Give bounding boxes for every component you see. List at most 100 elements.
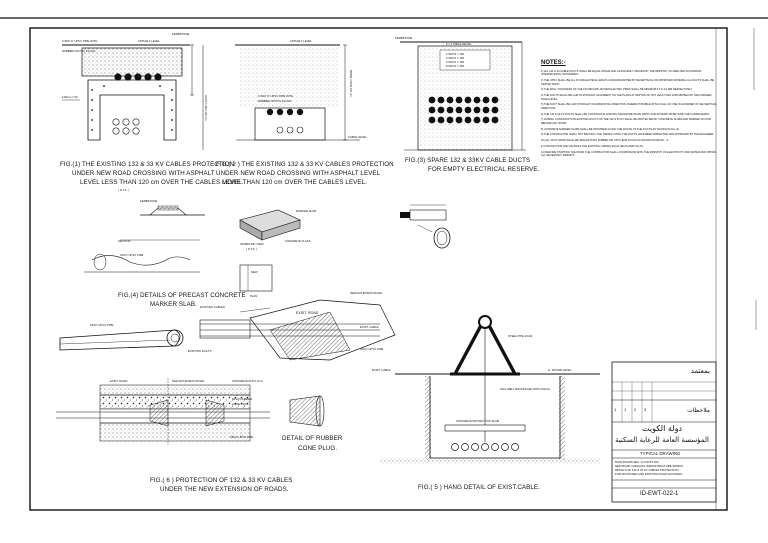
fig4-label-section: SECTION: [118, 239, 131, 243]
fig7-label-cable: EXIST. CABLE: [372, 368, 391, 372]
fig2-caption: FIG.( 2 ) THE EXISTING 132 & 33 KV CABLE…: [216, 161, 394, 168]
detail-a: [400, 204, 451, 249]
fig6-label-cone: CONE PLUG: [232, 402, 249, 406]
fig4-label-slab: MARKER SLAB: [296, 209, 316, 213]
note-item: 4) THE DUCTS SHALL BE LAID IN STRAIGHT A…: [541, 94, 712, 101]
fig3-table-row: 2 WAYS = 100: [446, 52, 465, 56]
note-item: 11) PROTECTION AND HANGING THE EXISTING …: [541, 145, 644, 148]
fig3-caption: FIG.(3) SPARE 132 & 33KV CABLE DUCTS: [405, 157, 531, 164]
fig3-spare-ducts: [400, 41, 526, 151]
note-item: 8) CONCRETE MARKER SLABS SHALL BE PROVID…: [541, 127, 680, 131]
title-block-header-ar: بمعتمد: [690, 367, 710, 375]
title-block-state-ar: دولة الكويت: [642, 424, 682, 433]
fig3-label-kerb: KERBSTONE: [395, 36, 413, 40]
title-block-desc: MAIN ROADS SEC. & CONTS WS: [615, 460, 659, 464]
fig4-label-plan: PLAN: [250, 294, 258, 298]
note-item: 9) THE CONTRACTOR SHALL NOT BACKFILL THE…: [541, 133, 714, 137]
fig3-label-table: 6 x 4 TABLE DETAIL: [446, 42, 472, 46]
fig4-label-upvc: SPLIT UPVC PIPE: [120, 253, 144, 257]
fig5-existing-cables: [59, 299, 396, 361]
fig6-label-split: SPLIT RUBBER: [232, 397, 253, 401]
title-block-desc: FOR PROPOSED AND EXISTING ROAD CROSSING: [615, 472, 683, 476]
fig5-label-ducts: EXISTING DUCTS: [188, 349, 212, 353]
title-block: [611, 361, 717, 503]
title-block-drawing-no: ID-EWT-022-1: [640, 491, 679, 497]
rev-col: 3: [644, 407, 647, 412]
title-block-desc: DETAILS OF 132 & 33 KV CABLES PROTECTION: [615, 468, 679, 472]
title-block-authority-ar: المؤسسة العامة للرعاية السكنية: [615, 436, 709, 444]
fig6-label-exist-road: EXIST. ROAD: [110, 379, 128, 383]
fig6-caption: FIG.( 6 ) PROTECTION OF 132 & 33 KV CABL…: [150, 477, 293, 484]
fig1-caption: FIG.(1) THE EXISTING 132 & 33 KV CABLES …: [60, 161, 235, 168]
rubber-plug-caption-line2: CONE PLUG.: [298, 445, 338, 452]
fig7-label-ground: G. ROUND LEVEL: [548, 368, 572, 372]
fig1-label-plugs: RUBBER OR PVC PLUGS: [62, 49, 96, 53]
fig3-table-row: 8 WAYS = 150: [446, 64, 465, 68]
rev-col: 2: [634, 407, 637, 412]
fig7-caption: FIG.( 5 ) HANG DETAIL OF EXIST.CABLE.: [418, 484, 540, 491]
rev-col: 1: [614, 407, 617, 412]
fig6-protection: [56, 378, 325, 445]
notes-heading: NOTES:-: [541, 60, 566, 66]
fig1-label-asphalt: ASPHALT LEVEL: [138, 39, 160, 43]
fig5-label-exist-cable: EXIST. CABLE: [360, 325, 379, 329]
title-block-desc: NEW ROAD THROUGH INFRASTRUCTURE WORKS: [615, 464, 684, 468]
notes-panel: NOTES:- 1) ALL 132 & 33 CABLE DUCTS SHAL…: [541, 60, 717, 160]
sheet-border: [0, 17, 768, 511]
fig2-label-plugs: RUBBER OR PVC PLUGS: [258, 99, 292, 103]
fig7-label-sand: SOIL WELL BACKFILLED WITH SILICA: [500, 387, 550, 391]
note-item: 2) THE UPVC SHALL BE ALL IN SINGLE PIECE…: [541, 79, 715, 86]
fig1-caption-line2: UNDER NEW ROAD CROSSING WITH ASPHALT: [72, 170, 215, 177]
fig5-label-upvc: SPLIT UPVC PIPE: [90, 323, 114, 327]
fig4-label-new: NEW: [251, 270, 258, 274]
fig4-marker-slab: [84, 205, 301, 292]
note-item: 6) THE 132 & 33 KV DUCTS SHALL BE CONTIN…: [541, 112, 710, 116]
fig2-label-pipe: 6 WAY 6" UPVC PIPE WITH: [258, 94, 294, 98]
note-item: 5) THE DUCT SHALL BE LAID STRAIGHT IN HO…: [541, 103, 717, 110]
fig4-label-concrete: CONCRETE CLASS: [285, 239, 311, 243]
fig4-label-kerb: KERBSTONE: [140, 199, 158, 203]
fig2-caption-line2: UNDER NEW ROAD CROSSING WITH ASPHALT LEV…: [216, 170, 381, 177]
note-item: 7) DURING CONSTRUCTION EXISTING DUCTS OF…: [541, 118, 712, 125]
fig1-label-pipe: 6 WAY 6" UPVC PIPE WITH: [62, 39, 98, 43]
fig2-label-asphalt: ASPHALT LEVEL: [290, 39, 312, 43]
note-item: 12) BEFORE STARTING THE WORK THE CONTRAC…: [541, 150, 717, 158]
note-item: 1) ALL 132 & 33 CABLE DUCTS SHALL BE EQU…: [541, 70, 702, 77]
fig1-label-left: 130mm x 50: [62, 95, 78, 99]
fig6-label-upvc: SPLIT UPVC PIPE: [230, 435, 254, 439]
fig2-duct-section: [235, 44, 360, 141]
fig4-label-iso: ISOMETRIC VIEW: [240, 242, 264, 246]
fig3-table-row: 4 WAYS = 125: [446, 56, 465, 60]
fig2-label-cable: CABLE LEVEL: [348, 135, 367, 139]
fig6-label-concrete: CONCRETE DUCT 8 cm: [232, 379, 264, 383]
fig5-label-pvc: SPLIT UPVC PIPE: [360, 347, 384, 351]
note-item: 10) ALL DUCT ENDS SHALL BE SEALED WITH R…: [541, 139, 669, 143]
fig1-caption-line3: LEVEL LESS THAN 120 cm OVER THE CABLES L…: [80, 179, 244, 186]
fig1-label-side: LESS THAN 120 cm: [204, 95, 208, 121]
fig7-hang-detail: [380, 314, 600, 464]
fig4-label-iso-scale: ( N.T.S. ): [246, 247, 258, 251]
title-block-drawing-type: TYPICAL DRAWING: [640, 451, 681, 456]
fig3-table-row: 6 WAYS = 150: [446, 60, 465, 64]
fig7-label-concrete: CONCRETE PROTECTION SLAB: [456, 419, 499, 423]
fig6-caption-line2: UNDER THE NEW EXTENSION OF ROADS.: [160, 486, 289, 493]
title-block-remarks-ar: ملاحظات: [687, 407, 710, 414]
fig2-caption-line3: MORE THAN 120 cm OVER THE CABLES LEVEL.: [222, 179, 367, 186]
fig4-caption: FIG.(4) DETAILS OF PRECAST CONCRETE: [118, 292, 246, 299]
fig1-label-kerb: KERBSTONE: [172, 32, 190, 36]
fig1-duct-section: [62, 44, 204, 150]
fig5-label-exist-road: EXIST. ROAD: [296, 311, 319, 315]
fig5-label-new-ext: NEW EXTENSION ROAD: [350, 291, 383, 295]
fig7-label-steel: STEEL PIPE 10x30: [508, 334, 533, 338]
fig1-scale: ( N.T.S. ): [118, 188, 130, 192]
rev-col: 1: [624, 407, 627, 412]
fig5-label-existing: EXISTING CABLES: [200, 305, 225, 309]
fig3-caption-line2: FOR EMPTY ELECTRICAL RESERVE.: [428, 166, 540, 173]
note-item: 3) THE WALL THICKNESS OF THE 150 MM AND …: [541, 88, 693, 92]
fig6-label-new-road: NEW EXTENSION ROAD: [172, 379, 205, 383]
rubber-plug-caption: DETAIL OF RUBBER: [282, 435, 343, 442]
fig2-label-side: MORE THAN 120 cm: [349, 70, 353, 97]
fig4-caption-line2: MARKER SLAB.: [150, 301, 197, 308]
